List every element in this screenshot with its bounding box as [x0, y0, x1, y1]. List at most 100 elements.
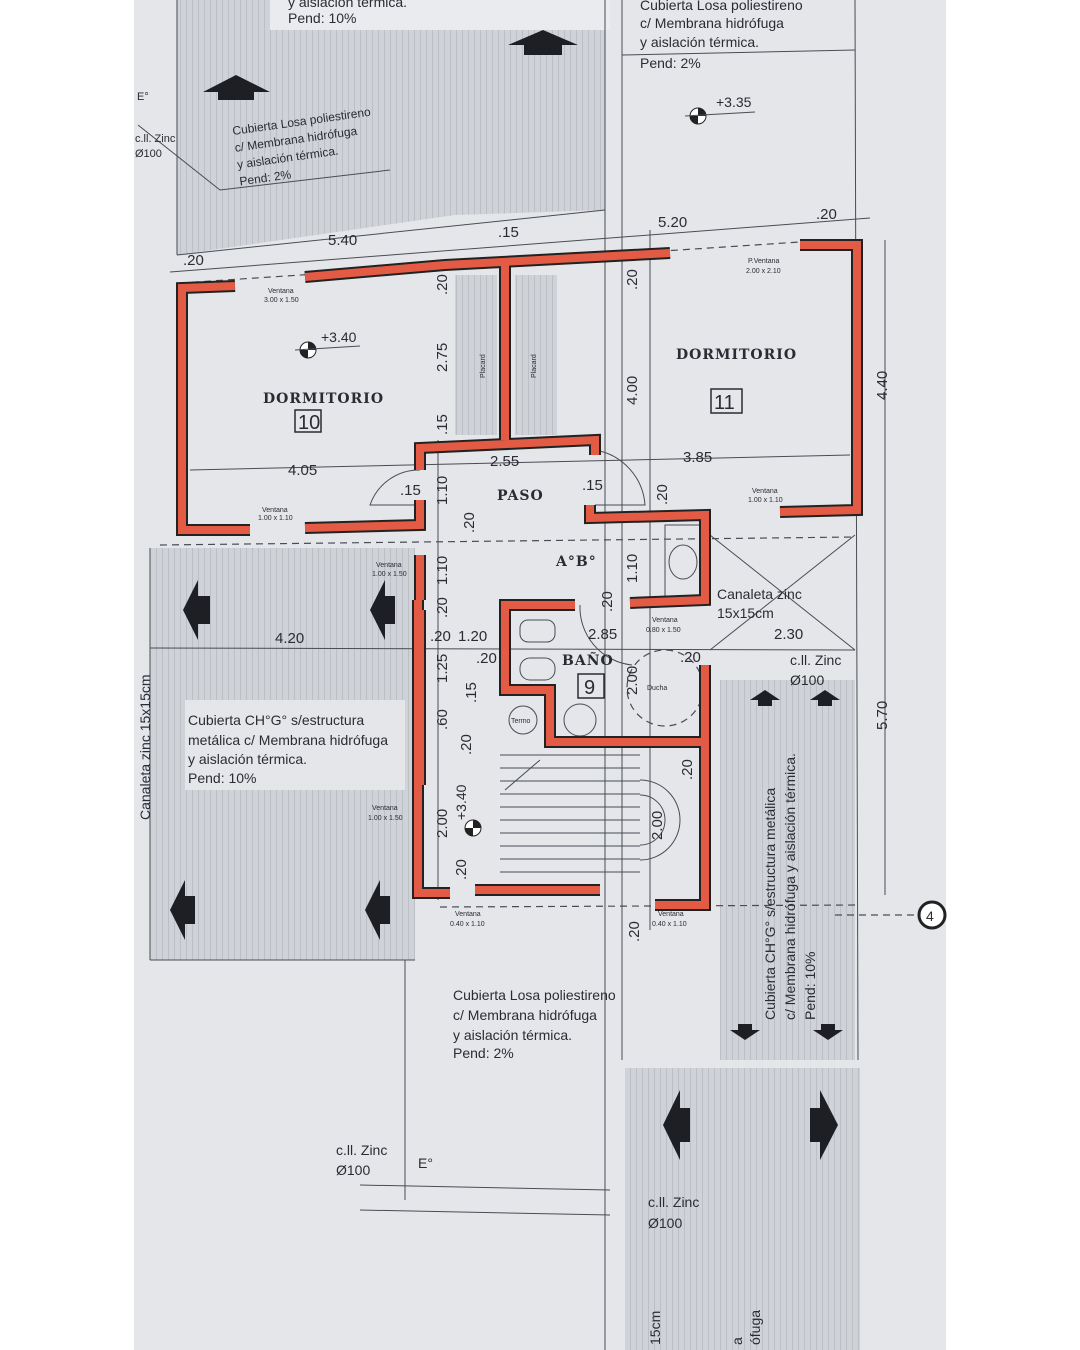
svg-text:1.00 x 1.50: 1.00 x 1.50 [368, 815, 403, 822]
arrow-left-icon [663, 1090, 690, 1160]
svg-text:2.00: 2.00 [624, 666, 641, 695]
svg-text:.20: .20 [434, 597, 451, 618]
svg-text:.15: .15 [434, 414, 451, 435]
placard-label: Placard [531, 354, 538, 378]
svg-text:ófuga: ófuga [747, 1310, 763, 1345]
water-heater-icon [508, 705, 538, 735]
svg-text:.15: .15 [400, 482, 421, 499]
gutter-right-label: Canaleta zinc 15x15cm [717, 586, 802, 621]
sink-icon [668, 544, 698, 580]
svg-text:.15: .15 [498, 224, 519, 241]
svg-text:.20: .20 [680, 649, 701, 666]
svg-text:5.20: 5.20 [658, 214, 687, 231]
level-roof-right: +3.35 [716, 94, 752, 110]
svg-text:11: 11 [714, 392, 735, 414]
svg-text:2.00: 2.00 [434, 809, 451, 838]
svg-text:.20: .20 [476, 650, 497, 667]
roof-bottom-label: Cubierta Losa poliestireno c/ Membrana h… [453, 987, 616, 1061]
svg-text:.20: .20 [816, 206, 837, 223]
svg-text:y aislación térmica.: y aislación térmica. [188, 751, 307, 767]
level-dorm10: +3.40 [321, 329, 357, 345]
svg-text:c.ll. Zinc: c.ll. Zinc [135, 133, 176, 145]
svg-text:.20: .20 [434, 274, 451, 295]
roof-top-left-label: y aislación térmica. Pend: 10% [288, 0, 407, 26]
svg-text:c.ll. Zinc: c.ll. Zinc [790, 652, 841, 668]
placard-label: Placard [480, 354, 487, 378]
svg-text:15cm: 15cm [647, 1311, 663, 1345]
svg-text:Canaleta zinc: Canaleta zinc [717, 586, 802, 602]
svg-text:4.00: 4.00 [624, 376, 641, 405]
svg-text:.20: .20 [654, 484, 671, 505]
svg-text:c.ll. Zinc: c.ll. Zinc [648, 1194, 699, 1210]
ducha-label: Ducha [647, 685, 667, 692]
arrow-right-icon [810, 1090, 838, 1160]
room-bano: BAÑO 9 [562, 650, 613, 699]
svg-text:10: 10 [298, 412, 320, 434]
roof-left-label: Cubierta CH°G° s/estructura metálica c/ … [188, 712, 388, 786]
svg-text:5.70: 5.70 [874, 701, 891, 730]
svg-text:1.10: 1.10 [434, 476, 451, 505]
svg-text:Ventana: Ventana [652, 617, 678, 624]
arrow-up-icon [508, 30, 578, 55]
roof-top-right-label: Cubierta Losa poliestireno c/ Membrana h… [640, 0, 803, 71]
svg-text:Cubierta Losa poliestireno: Cubierta Losa poliestireno [640, 0, 803, 13]
stair [500, 754, 681, 873]
svg-text:Ventana: Ventana [268, 288, 294, 295]
svg-text:Ventana: Ventana [658, 911, 684, 918]
svg-text:2.55: 2.55 [490, 453, 519, 470]
svg-text:Ventana: Ventana [262, 507, 288, 514]
svg-text:2.00: 2.00 [649, 811, 666, 840]
svg-text:Pend: 2%: Pend: 2% [453, 1045, 514, 1061]
svg-text:.15: .15 [582, 477, 603, 494]
svg-text:Cubierta CH°G° s/estructura: Cubierta CH°G° s/estructura [188, 712, 364, 728]
svg-text:c.ll. Zinc: c.ll. Zinc [336, 1142, 387, 1158]
arrow-left-icon [370, 580, 395, 640]
hatched-roofs [150, 0, 860, 1350]
svg-text:Cubierta Losa poliestireno: Cubierta Losa poliestireno [453, 987, 616, 1003]
svg-text:.60: .60 [434, 709, 451, 730]
svg-text:1.10: 1.10 [624, 554, 641, 583]
roof-right-label: Cubierta CH°G° s/estructura metálica c/ … [762, 753, 818, 1020]
svg-text:c/ Membrana hidrófuga y aislac: c/ Membrana hidrófuga y aislación térmic… [782, 753, 798, 1020]
svg-text:1.00 x 1.10: 1.00 x 1.10 [748, 497, 783, 504]
svg-text:Pend: 10%: Pend: 10% [802, 952, 818, 1021]
svg-text:Pend: 10%: Pend: 10% [188, 770, 257, 786]
level-marker-icon [684, 107, 756, 125]
svg-text:.20: .20 [599, 591, 616, 612]
svg-text:P.Ventana: P.Ventana [748, 258, 780, 265]
svg-text:E°: E° [418, 1155, 433, 1171]
svg-text:Ø100: Ø100 [135, 148, 162, 160]
svg-text:a: a [729, 1337, 745, 1345]
svg-text:15x15cm: 15x15cm [717, 605, 774, 621]
svg-text:2.75: 2.75 [434, 343, 451, 372]
termo-label: Termo [511, 718, 531, 725]
arrow-down-icon [730, 1024, 760, 1040]
svg-text:Ventana: Ventana [372, 805, 398, 812]
svg-text:3.85: 3.85 [683, 449, 712, 466]
level-marker-icon [294, 341, 361, 359]
drain-bottom-right-label: c.ll. Zinc Ø100 [648, 1194, 699, 1231]
svg-text:Pend: 2%: Pend: 2% [640, 55, 701, 71]
svg-text:4.40: 4.40 [874, 371, 891, 400]
dimensions: 5.40 .15 5.20 .20 .20 4.40 5.70 .20 2.75… [183, 206, 891, 942]
svg-text:4.05: 4.05 [288, 462, 317, 479]
room-dormitorio-10: DORMITORIO 10 [263, 391, 383, 434]
svg-text:0.40 x 1.10: 0.40 x 1.10 [450, 921, 485, 928]
arrow-left-icon [365, 880, 390, 940]
drain-mid-right-label: c.ll. Zinc Ø100 [790, 652, 841, 688]
svg-text:2.00 x 2.10: 2.00 x 2.10 [746, 268, 781, 275]
gutter-left-label: Canaleta zinc 15x15cm [137, 674, 153, 820]
svg-text:Ventana: Ventana [376, 562, 402, 569]
svg-text:Ø100: Ø100 [790, 672, 824, 688]
arrow-left-icon [170, 880, 195, 940]
arrow-up-icon [750, 690, 780, 706]
svg-text:1.10: 1.10 [434, 556, 451, 585]
drain-bottom-label: c.ll. Zinc Ø100 E° [336, 1142, 433, 1178]
svg-text:.20: .20 [453, 859, 470, 880]
svg-text:y aislación térmica.: y aislación térmica. [288, 0, 407, 10]
svg-text:9: 9 [584, 677, 595, 699]
svg-text:.20: .20 [461, 512, 478, 533]
svg-text:Ø100: Ø100 [336, 1162, 370, 1178]
arrow-left-icon [183, 580, 210, 640]
